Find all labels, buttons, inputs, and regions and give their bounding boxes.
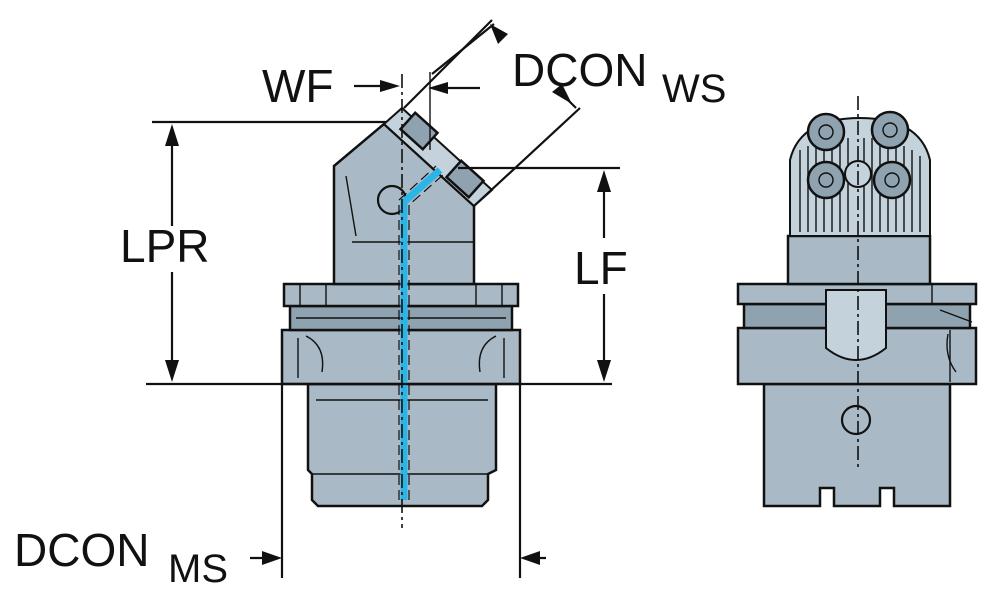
label-lpr: LPR <box>120 220 209 272</box>
side-screw-lower <box>444 159 486 199</box>
front-screw-bottom-right <box>872 160 912 200</box>
label-lf: LF <box>574 242 628 294</box>
front-shank <box>762 382 952 508</box>
label-dcon-ws-sub: WS <box>662 67 726 111</box>
front-screw-bottom-left <box>806 160 846 200</box>
front-head-block <box>786 234 932 286</box>
front-view <box>736 96 978 508</box>
dimensions <box>146 19 620 578</box>
side-view <box>280 74 522 528</box>
front-screw-top-right <box>870 110 910 150</box>
label-dcon-ws: DCON <box>512 44 647 96</box>
label-dcon-ms-sub: MS <box>168 547 228 591</box>
label-dcon-ms: DCON <box>14 524 149 576</box>
front-coolant-port <box>840 404 872 436</box>
front-key-slot <box>825 289 887 361</box>
label-wf: WF <box>262 60 334 112</box>
front-screw-top-left <box>806 112 846 152</box>
coolant-channel <box>400 167 443 500</box>
